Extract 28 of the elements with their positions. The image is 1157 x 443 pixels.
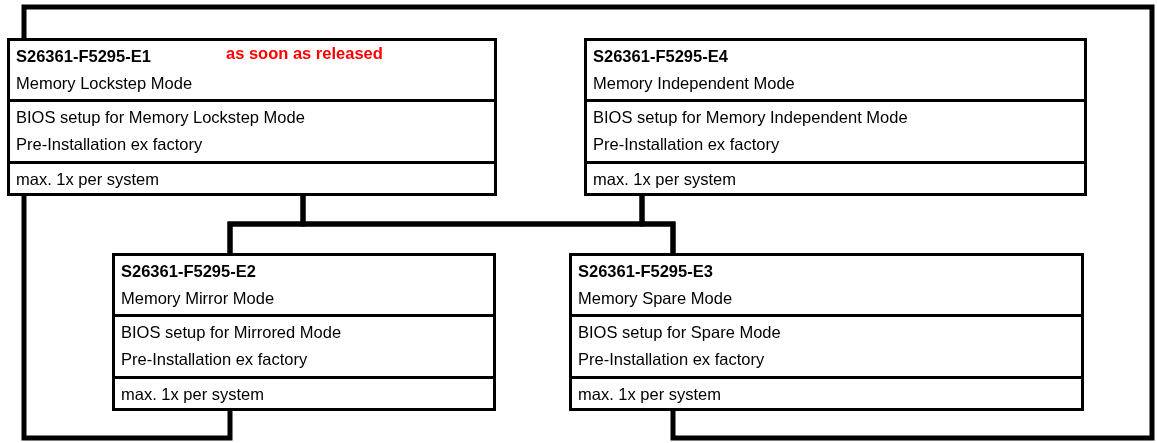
installation-note: Pre-Installation ex factory	[16, 134, 203, 155]
connector-line	[21, 4, 1155, 441]
setup-note: BIOS setup for Memory Independent Mode	[593, 107, 908, 128]
product-box	[112, 253, 496, 411]
connector-line	[639, 196, 676, 253]
part-number: S26361-F5295-E2	[121, 261, 256, 282]
mode-name: Memory Lockstep Mode	[16, 73, 193, 94]
part-number: S26361-F5295-E4	[593, 46, 728, 67]
connector-line	[21, 196, 233, 441]
product-box	[7, 38, 497, 196]
quantity-limit: max. 1x per system	[16, 169, 160, 190]
quantity-limit: max. 1x per system	[121, 384, 265, 405]
mode-name: Memory Independent Mode	[593, 73, 795, 94]
quantity-limit: max. 1x per system	[593, 169, 737, 190]
part-number: S26361-F5295-E1	[16, 46, 151, 67]
product-box	[584, 38, 1087, 196]
setup-note: BIOS setup for Spare Mode	[578, 322, 781, 343]
part-number: S26361-F5295-E3	[578, 261, 713, 282]
installation-note: Pre-Installation ex factory	[593, 134, 780, 155]
mode-name: Memory Mirror Mode	[121, 288, 275, 309]
setup-note: BIOS setup for Mirrored Mode	[121, 322, 342, 343]
product-box	[569, 253, 1084, 411]
mode-name: Memory Spare Mode	[578, 288, 733, 309]
setup-note: BIOS setup for Memory Lockstep Mode	[16, 107, 305, 128]
installation-note: Pre-Installation ex factory	[578, 349, 765, 370]
quantity-limit: max. 1x per system	[578, 384, 722, 405]
installation-note: Pre-Installation ex factory	[121, 349, 308, 370]
release-note: as soon as released	[226, 43, 383, 64]
